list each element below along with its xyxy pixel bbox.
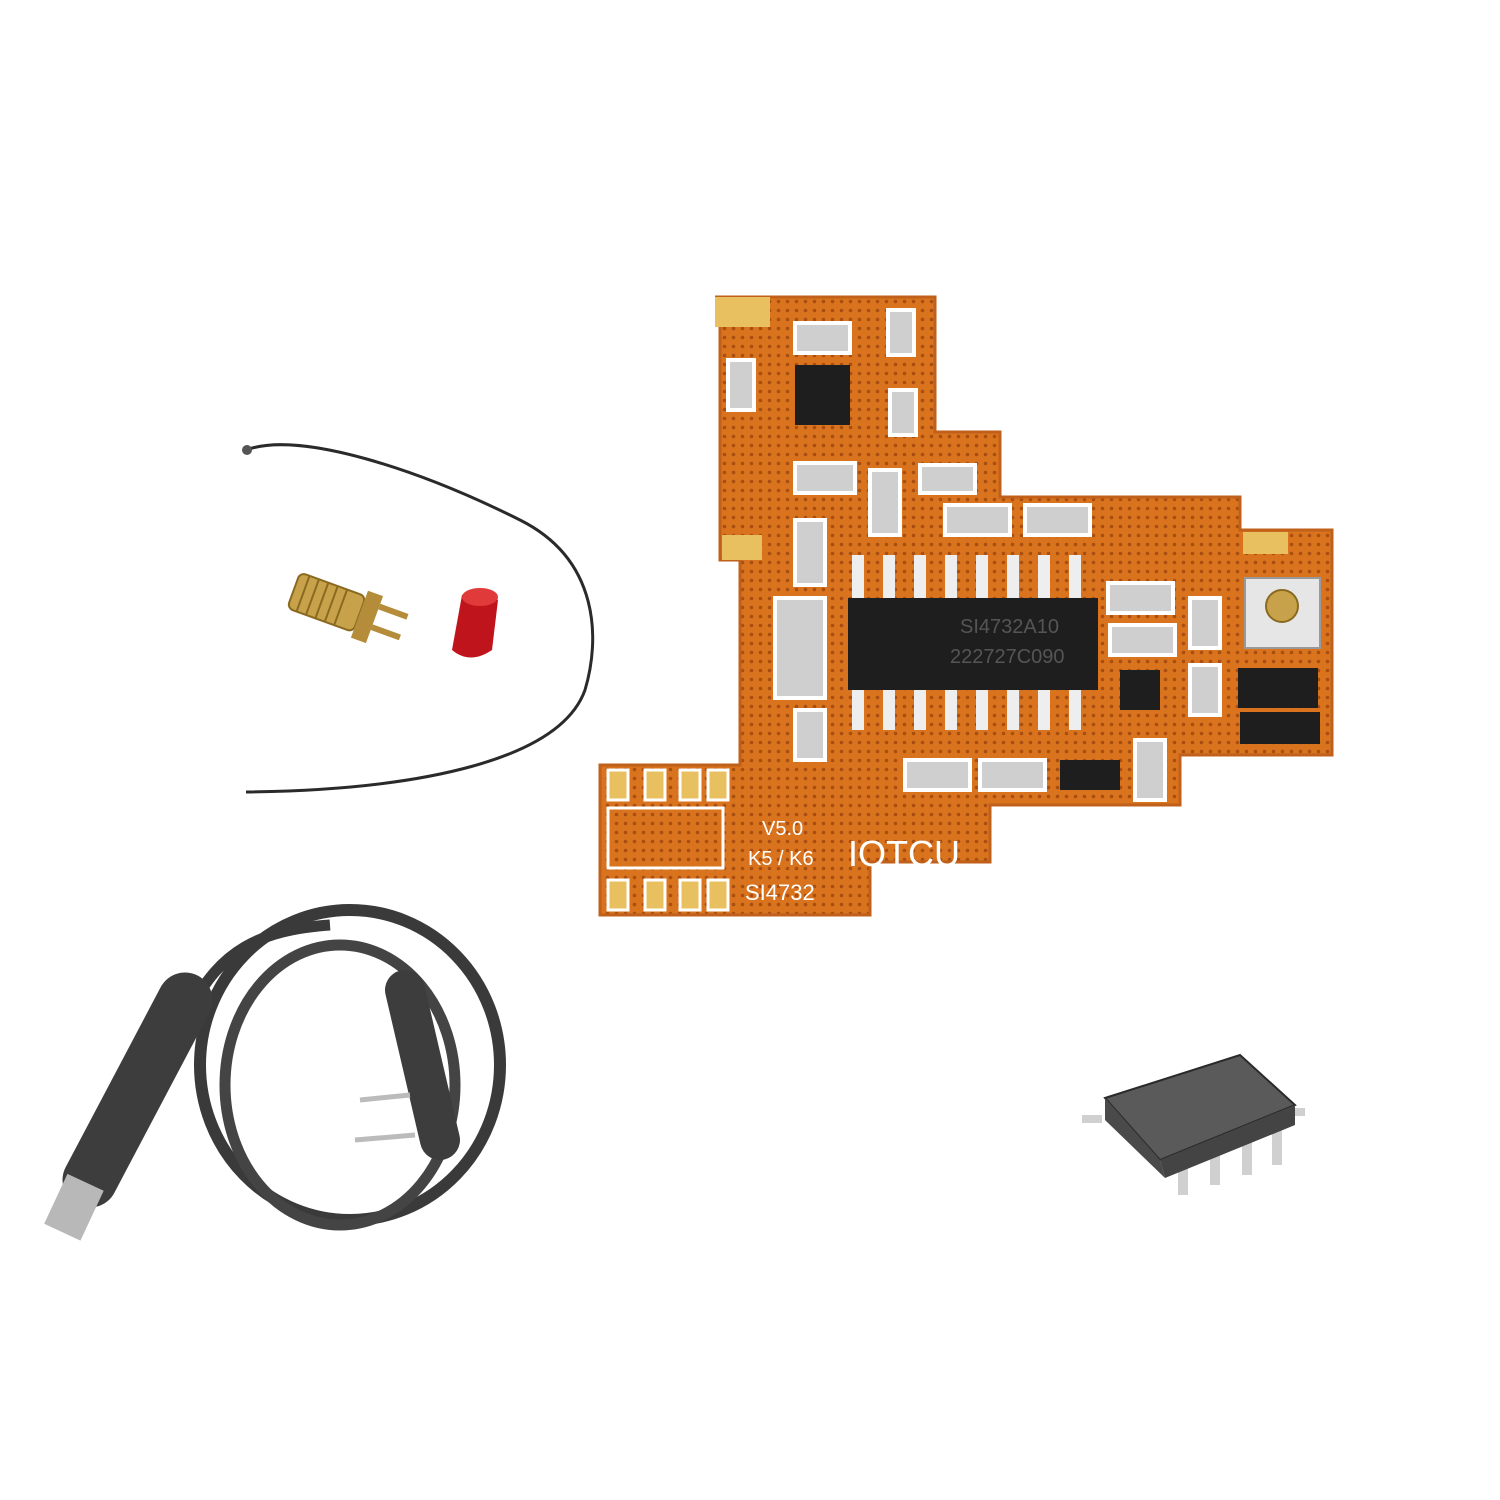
pcb-brand-label: IOTCU (848, 833, 960, 874)
si4732-ic: SI4732A10 222727C090 (848, 555, 1098, 730)
coax-pigtail-cable (242, 443, 595, 794)
ic-marking-line-2: 222727C090 (950, 646, 1065, 668)
pcb-model-label: K5 / K6 (748, 848, 814, 870)
pcb-version-label: V5.0 (762, 818, 803, 840)
pcb-chip-label: SI4732 (745, 880, 815, 905)
ic-marking-line-1: SI4732A10 (960, 616, 1059, 638)
si4732-pcb-module: SI4732A10 222727C090 V5.0 K5 / K6 SI4732… (598, 295, 1334, 917)
usb-programming-cable (44, 904, 506, 1241)
sma-connector (287, 573, 409, 644)
red-dust-cap (452, 588, 498, 658)
eeprom-soic8-chip (1082, 1053, 1305, 1195)
